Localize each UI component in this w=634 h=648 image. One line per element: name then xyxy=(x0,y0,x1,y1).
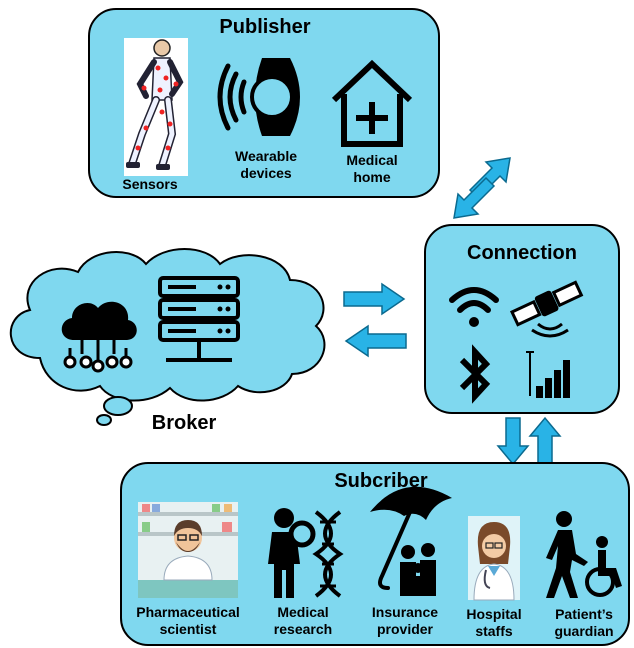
wearable-label: Wearable devices xyxy=(235,148,297,181)
server-rack-icon xyxy=(156,276,242,368)
hospital-staffs-label: Hospital staffs xyxy=(466,606,522,639)
connection-subscriber-arrows xyxy=(496,416,562,466)
medical-home-icon xyxy=(330,58,414,148)
arrow-down-icon xyxy=(496,417,530,466)
medical-home-label: Medical home xyxy=(346,152,398,185)
arrow-left-icon xyxy=(344,324,407,358)
magnifier-dna-icon xyxy=(260,504,348,600)
signal-bars-icon xyxy=(526,348,576,400)
connection-title: Connection xyxy=(467,242,577,264)
wifi-icon xyxy=(448,284,500,330)
arrow-up-icon xyxy=(528,416,562,465)
medical-research-label: Medical research xyxy=(273,604,333,637)
insurance-provider-label: Insurance provider xyxy=(371,604,439,637)
bluetooth-icon xyxy=(458,344,492,404)
pharmaceutical-scientist-label: Pharmaceutical scientist xyxy=(136,604,240,637)
nurse-icon xyxy=(468,516,520,601)
person-wheelchair-icon xyxy=(544,510,626,600)
patients-guardian-label: Patient’s guardian xyxy=(554,606,614,639)
arrow-right-icon xyxy=(343,282,406,316)
sensors-label: Sensors xyxy=(122,176,178,192)
satellite-icon xyxy=(508,280,588,338)
broker-title: Broker xyxy=(151,412,217,434)
wearable-wristband-icon xyxy=(217,52,310,142)
cloud-network-icon xyxy=(56,296,140,376)
runner-with-sensors-icon xyxy=(124,38,188,176)
publisher-title: Publisher xyxy=(219,16,311,38)
umbrella-family-icon xyxy=(364,476,456,600)
subscriber-title: Subcriber xyxy=(334,470,428,492)
broker-connection-arrows xyxy=(343,282,407,358)
pharmacist-icon xyxy=(138,502,238,598)
publisher-connection-arrows xyxy=(453,157,511,219)
arrow-down-left-icon xyxy=(453,176,496,219)
